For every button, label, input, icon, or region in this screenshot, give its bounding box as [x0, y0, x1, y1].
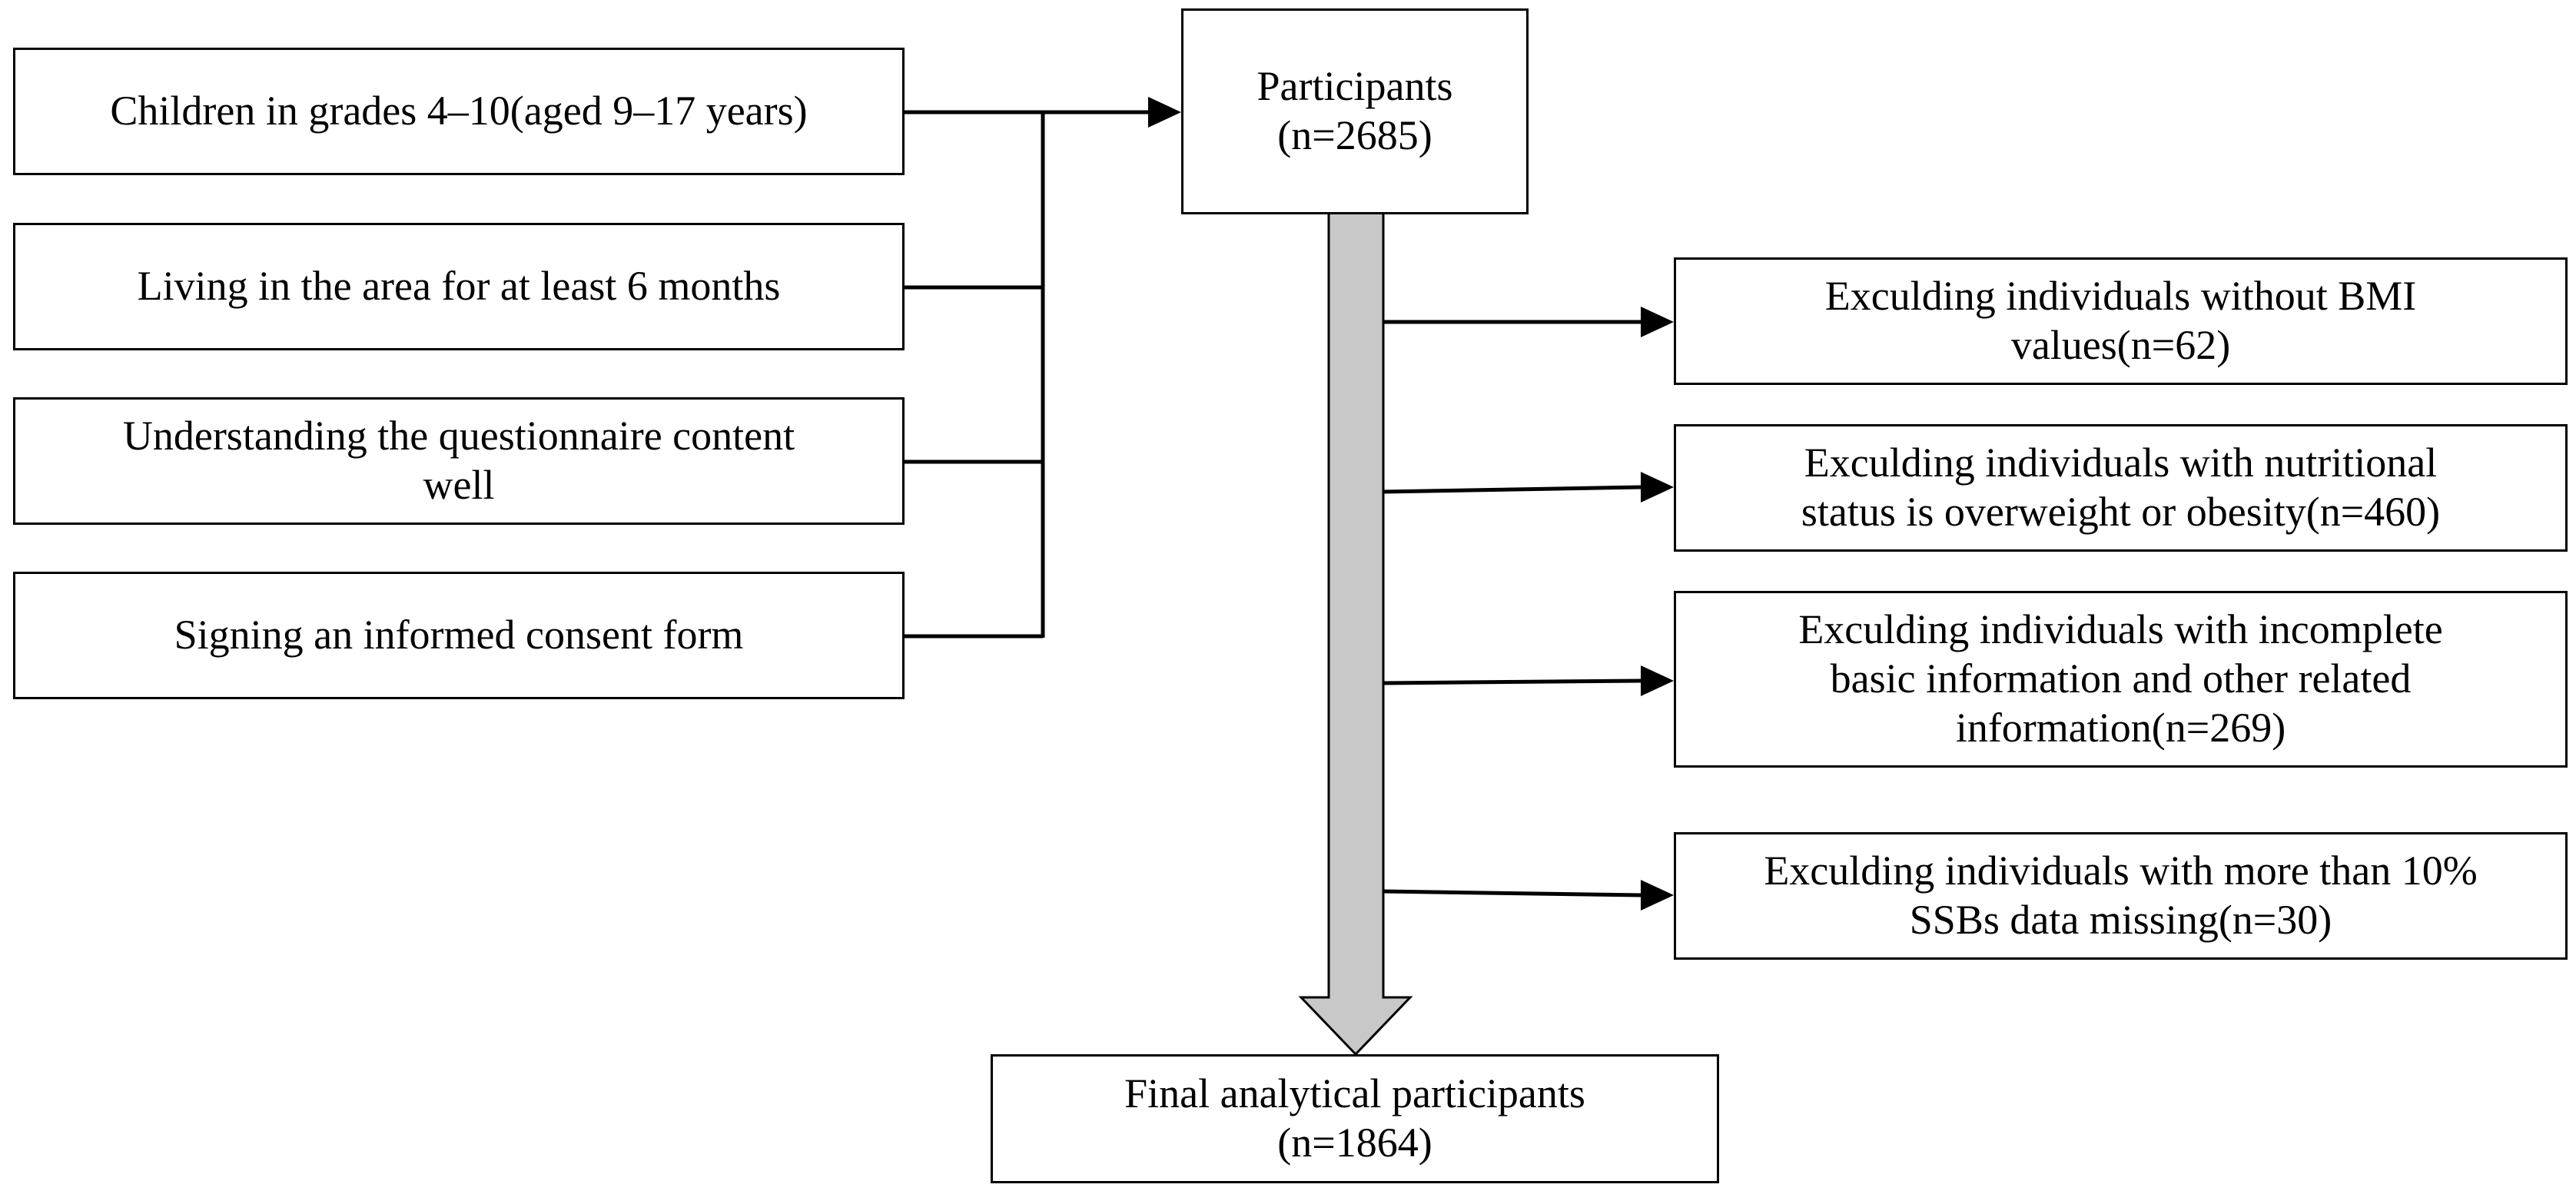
- exclusion-box-ssbs-missing-line-1: Exculding individuals with more than 10%: [1764, 848, 2478, 894]
- criteria-box-questionnaire: Understanding the questionnaire content …: [13, 397, 905, 525]
- participants-label: Participants: [1256, 63, 1453, 110]
- participants-count: (n=2685): [1277, 112, 1432, 158]
- exclusion-arrow-1-tip: [1641, 307, 1674, 337]
- exclusion-box-no-bmi-line-2: values(n=62): [2010, 322, 2231, 368]
- exclusion-box-overweight: Exculding individuals with nutritional s…: [1674, 424, 2568, 552]
- exclusion-box-ssbs-missing-line-2: SSBs data missing(n=30): [1909, 897, 2332, 943]
- exclusion-box-ssbs-missing: Exculding individuals with more than 10%…: [1674, 832, 2568, 960]
- final-participants-count: (n=1864): [1277, 1120, 1432, 1166]
- criteria-box-questionnaire-line-1: Understanding the questionnaire content: [122, 413, 795, 459]
- exclusion-box-no-bmi: Exculding individuals without BMI values…: [1674, 257, 2568, 385]
- exclusion-box-overweight-line-1: Exculding individuals with nutritional: [1804, 440, 2438, 486]
- exclusion-arrow-2-tip: [1641, 472, 1674, 503]
- exclusion-box-incomplete-info-line-1: Exculding individuals with incomplete: [1798, 606, 2443, 653]
- exclusion-box-overweight-line-2: status is overweight or obesity(n=460): [1801, 489, 2441, 535]
- criteria-box-consent-text: Signing an informed consent form: [174, 612, 744, 659]
- criteria-box-grades: Children in grades 4–10(aged 9–17 years): [13, 48, 905, 175]
- exclusion-arrow-4: [1383, 889, 1642, 897]
- exclusion-box-incomplete-info: Exculding individuals with incomplete ba…: [1674, 591, 2568, 768]
- final-participants-label: Final analytical participants: [1124, 1070, 1585, 1117]
- criteria-box-consent: Signing an informed consent form: [13, 572, 905, 699]
- exclusion-arrow-4-tip: [1641, 880, 1674, 911]
- final-participants-box: Final analytical participants (n=1864): [991, 1054, 1719, 1183]
- exclusion-box-no-bmi-line-1: Exculding individuals without BMI: [1824, 273, 2417, 320]
- exclusion-arrow-3: [1383, 678, 1642, 685]
- exclusion-box-incomplete-info-line-2: basic information and other related: [1830, 655, 2412, 702]
- criteria-box-residence-text: Living in the area for at least 6 months: [137, 263, 781, 310]
- exclusion-arrow-3-tip: [1641, 665, 1674, 696]
- participants-box: Participants (n=2685): [1181, 8, 1529, 214]
- criteria-box-grades-text: Children in grades 4–10(aged 9–17 years): [110, 88, 808, 134]
- criteria-box-questionnaire-line-2: well: [423, 462, 495, 508]
- exclusion-arrow-2: [1383, 485, 1642, 494]
- criteria-box-residence: Living in the area for at least 6 months: [13, 223, 905, 350]
- main-flow-arrow: [1298, 211, 1413, 1057]
- exclusion-box-incomplete-info-line-3: information(n=269): [1955, 704, 2286, 751]
- arrow-to-participants-tip: [1148, 97, 1181, 128]
